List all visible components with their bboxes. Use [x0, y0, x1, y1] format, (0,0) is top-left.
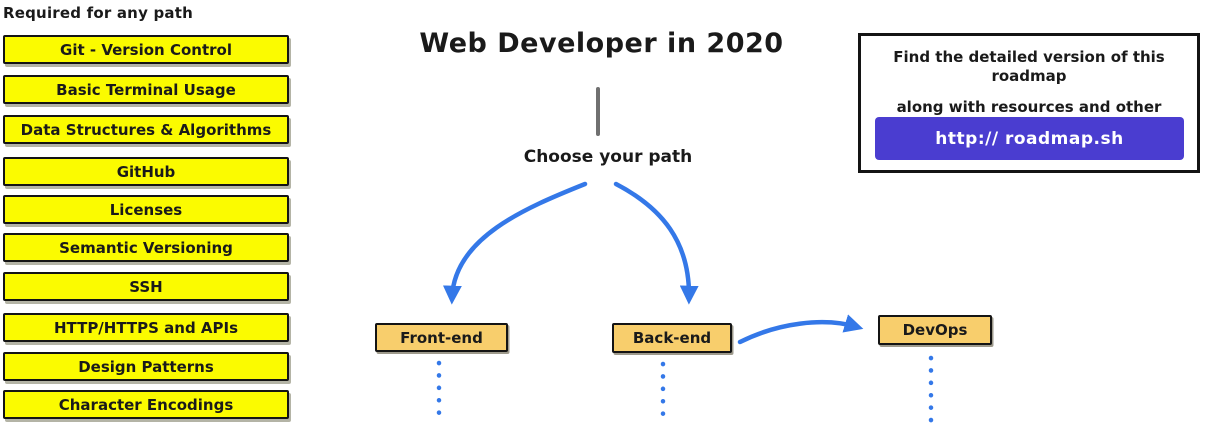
- required-item-semantic-versioning[interactable]: Semantic Versioning: [3, 233, 289, 262]
- choose-your-path-label: Choose your path: [523, 147, 693, 167]
- required-item-http-apis[interactable]: HTTP/HTTPS and APIs: [3, 313, 289, 342]
- roadmap-url-button[interactable]: http:// roadmap.sh: [875, 117, 1184, 160]
- info-line-1: Find the detailed version of this roadma…: [893, 48, 1165, 85]
- required-item-character-encodings[interactable]: Character Encodings: [3, 390, 289, 419]
- info-box: Find the detailed version of this roadma…: [858, 33, 1200, 173]
- required-item-ssh[interactable]: SSH: [3, 272, 289, 301]
- required-item-data-structures[interactable]: Data Structures & Algorithms: [3, 115, 289, 144]
- required-item-design-patterns[interactable]: Design Patterns: [3, 352, 289, 381]
- required-item-git[interactable]: Git - Version Control: [3, 35, 289, 64]
- page-title: Web Developer in 2020: [419, 28, 784, 59]
- node-devops[interactable]: DevOps: [878, 315, 992, 345]
- arrow-to-backend: [613, 181, 699, 305]
- required-item-terminal[interactable]: Basic Terminal Usage: [3, 75, 289, 104]
- arrow-to-frontend: [442, 181, 588, 305]
- arrow-backend-to-devops: [737, 314, 864, 345]
- required-panel-heading: Required for any path: [3, 4, 193, 22]
- required-item-licenses[interactable]: Licenses: [3, 195, 289, 224]
- node-frontend[interactable]: Front-end: [375, 323, 508, 352]
- required-item-github[interactable]: GitHub: [3, 157, 289, 186]
- node-backend[interactable]: Back-end: [612, 323, 732, 353]
